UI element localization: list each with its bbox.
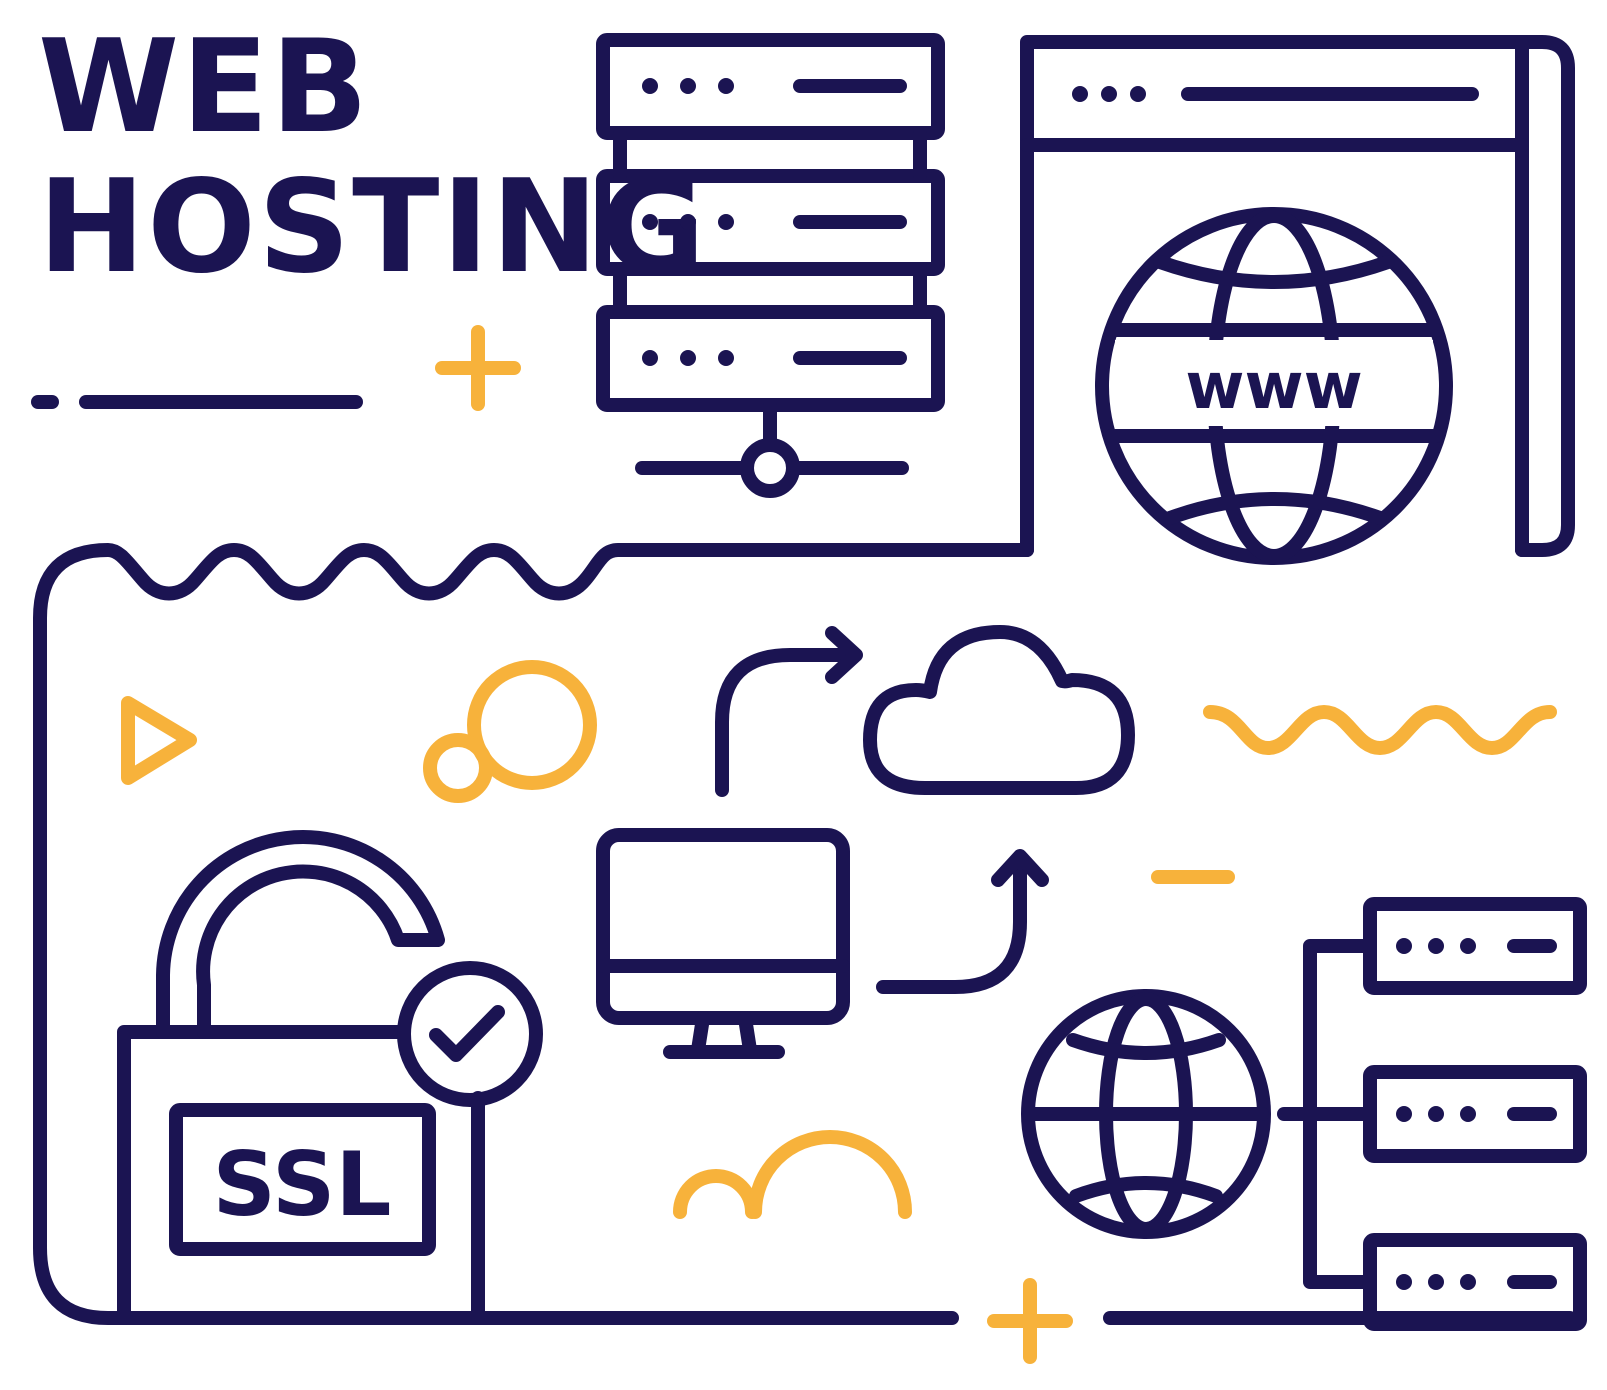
network-servers-icon <box>1277 897 1587 1331</box>
main-frame <box>33 543 1034 1325</box>
title-line-1: WEB <box>38 13 371 162</box>
desktop-monitor-icon <box>596 828 850 1059</box>
play-icon <box>121 696 197 785</box>
cloud-icon <box>863 625 1135 795</box>
globe-icon: www <box>1095 207 1453 565</box>
wave-icon <box>1203 705 1557 755</box>
arcs-icon <box>673 1130 912 1219</box>
ssl-label: SSL <box>213 1133 392 1236</box>
check-badge-icon <box>397 961 543 1107</box>
browser-window-icon <box>1020 35 1575 557</box>
www-label: www <box>1185 350 1362 424</box>
plus-icon <box>987 1278 1073 1364</box>
circles-icon <box>423 660 597 803</box>
arrow-up-icon <box>715 626 863 797</box>
globe-icon <box>1021 989 1271 1239</box>
plus-icon <box>435 325 521 411</box>
server-rack-icon <box>596 33 945 498</box>
title-line-2: HOSTING <box>38 153 708 302</box>
arrow-up-icon <box>876 849 1049 994</box>
padlock-icon: SSL <box>117 830 485 1325</box>
